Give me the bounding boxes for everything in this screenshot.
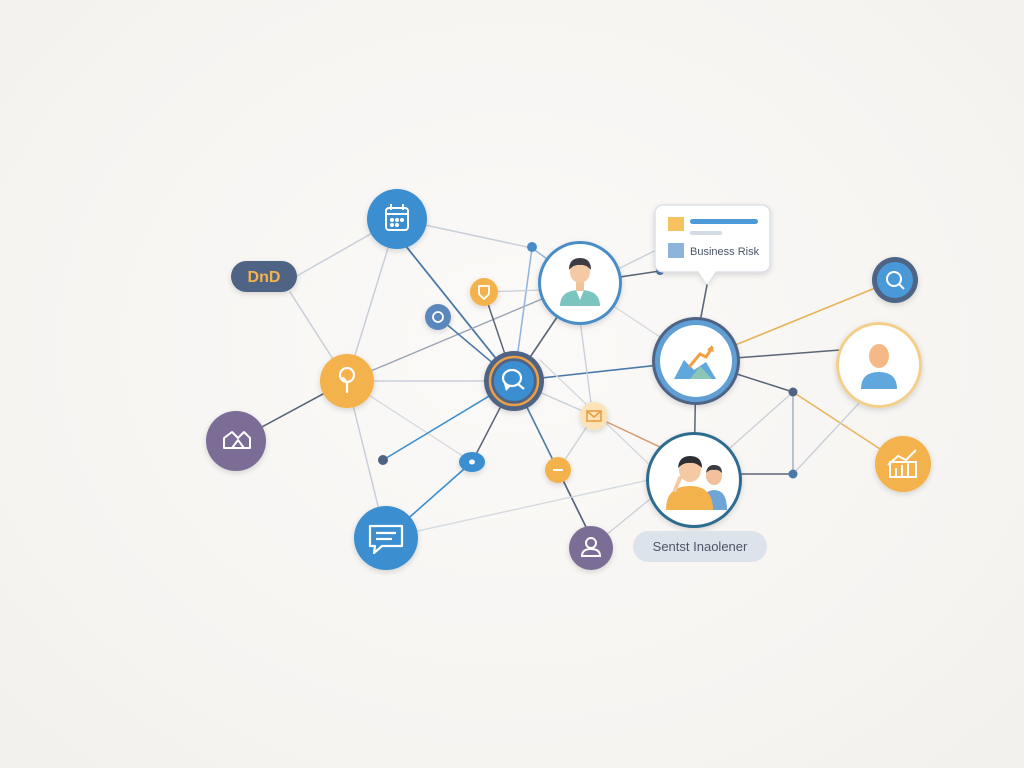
bottom-pill-label: Sentst Inaolener bbox=[653, 539, 748, 554]
bottom-pill[interactable]: Sentst Inaolener bbox=[633, 531, 767, 562]
user-pin-node[interactable] bbox=[569, 526, 613, 570]
edge bbox=[579, 319, 594, 419]
person-icon bbox=[861, 344, 897, 389]
small-dot bbox=[527, 242, 537, 252]
small-blue-node[interactable] bbox=[425, 304, 451, 330]
trend-icon bbox=[674, 345, 716, 379]
dnd-pill-label: DnD bbox=[248, 269, 281, 286]
clip-icon bbox=[432, 311, 444, 323]
person-icon bbox=[560, 258, 600, 306]
chat-node[interactable] bbox=[354, 506, 418, 570]
small-dot bbox=[378, 455, 388, 465]
trend-node[interactable] bbox=[652, 317, 740, 405]
avatar-man-node[interactable] bbox=[538, 241, 622, 325]
people-icon bbox=[666, 456, 727, 510]
mail-icon bbox=[586, 410, 602, 422]
calendar-icon bbox=[385, 204, 409, 231]
edge bbox=[346, 282, 581, 382]
search-chat-icon bbox=[501, 368, 525, 391]
edge bbox=[385, 469, 695, 539]
user-pin-icon bbox=[580, 537, 602, 557]
edge bbox=[599, 494, 656, 541]
hub-node[interactable] bbox=[484, 351, 544, 411]
small-dot bbox=[788, 469, 798, 479]
calendar-node[interactable] bbox=[367, 189, 427, 249]
people-node[interactable] bbox=[646, 432, 742, 528]
dot-icon bbox=[469, 459, 475, 465]
avatar-right-node[interactable] bbox=[836, 322, 922, 408]
bulb-icon bbox=[338, 366, 356, 394]
business-card[interactable]: Business Risk bbox=[654, 204, 771, 284]
handshake-node[interactable] bbox=[206, 411, 266, 471]
bulb-node[interactable] bbox=[320, 354, 374, 408]
mail-node[interactable] bbox=[580, 402, 608, 430]
orange-mini-node[interactable] bbox=[545, 457, 571, 483]
small-dot bbox=[788, 387, 798, 397]
settings-icon bbox=[886, 271, 905, 290]
card-icon bbox=[668, 217, 758, 258]
badge-node[interactable] bbox=[470, 278, 498, 306]
chat-icon bbox=[368, 524, 404, 555]
badge-icon bbox=[478, 285, 490, 301]
bar-chart-icon bbox=[887, 449, 917, 478]
handshake-icon bbox=[223, 431, 251, 449]
edge bbox=[792, 399, 863, 475]
settings-node[interactable] bbox=[872, 257, 918, 303]
dnd-pill[interactable]: DnD bbox=[231, 261, 297, 292]
card-text: Business Risk bbox=[690, 246, 760, 258]
bar-chart-node[interactable] bbox=[875, 436, 931, 492]
edge bbox=[699, 284, 708, 323]
blue-drop-node[interactable] bbox=[459, 452, 485, 472]
